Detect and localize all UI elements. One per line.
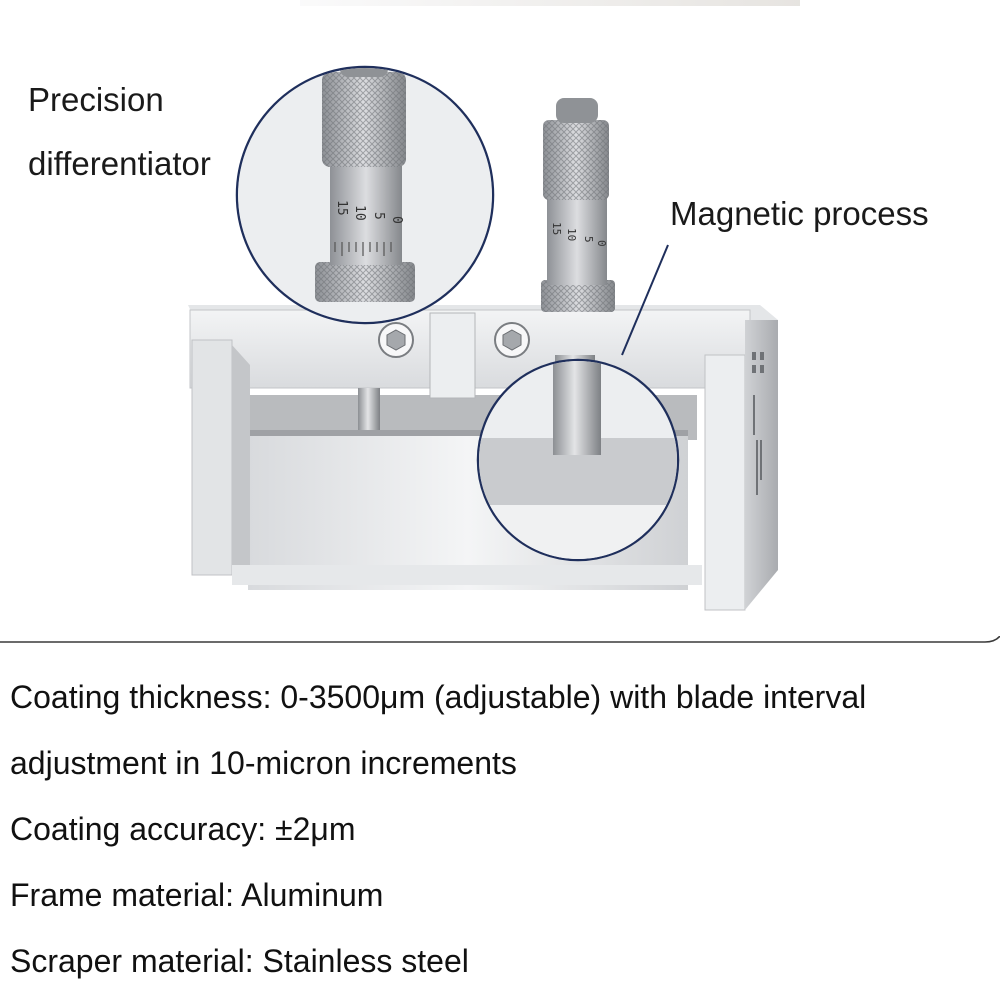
- micrometer-scale-zoom: 15 10 5 0: [334, 200, 404, 224]
- svg-text:10: 10: [352, 205, 367, 221]
- magnetic-label: Magnetic process: [670, 195, 929, 232]
- spec-coating-accuracy: Coating accuracy: ±2μm: [10, 811, 356, 847]
- hex-bolt-left: [378, 322, 414, 358]
- spec-coating-thickness-cont: adjustment in 10-micron increments: [10, 745, 517, 781]
- section-divider: [0, 636, 1000, 643]
- svg-text:5: 5: [582, 236, 595, 243]
- spec-frame-material: Frame material: Aluminum: [10, 877, 384, 913]
- precision-callout-circle: 15 10 5 0: [235, 65, 495, 325]
- precision-label-line2: differentiator: [28, 145, 211, 182]
- svg-text:15: 15: [550, 222, 563, 235]
- spec-coating-thickness: Coating thickness: 0-3500μm (adjustable)…: [10, 679, 867, 715]
- micrometer-scale: 15 10 5 0: [550, 222, 608, 247]
- svg-text:5: 5: [371, 212, 386, 220]
- precision-label-line1: Precision: [28, 81, 164, 118]
- svg-text:15: 15: [334, 200, 349, 216]
- applicator-body: [188, 305, 778, 611]
- spec-scraper-material: Scraper material: Stainless steel: [10, 943, 469, 979]
- svg-text:0: 0: [595, 240, 608, 247]
- spec-list: Coating thickness: 0-3500μm (adjustable)…: [10, 664, 995, 994]
- hex-bolt-right: [494, 322, 530, 358]
- magnetic-callout-circle: [476, 244, 680, 562]
- svg-text:0: 0: [389, 216, 404, 224]
- product-illustration: 15 10 5 0: [28, 0, 929, 611]
- svg-text:10: 10: [565, 228, 578, 241]
- film-applicator-drawing: 15 10 5 0: [188, 0, 800, 611]
